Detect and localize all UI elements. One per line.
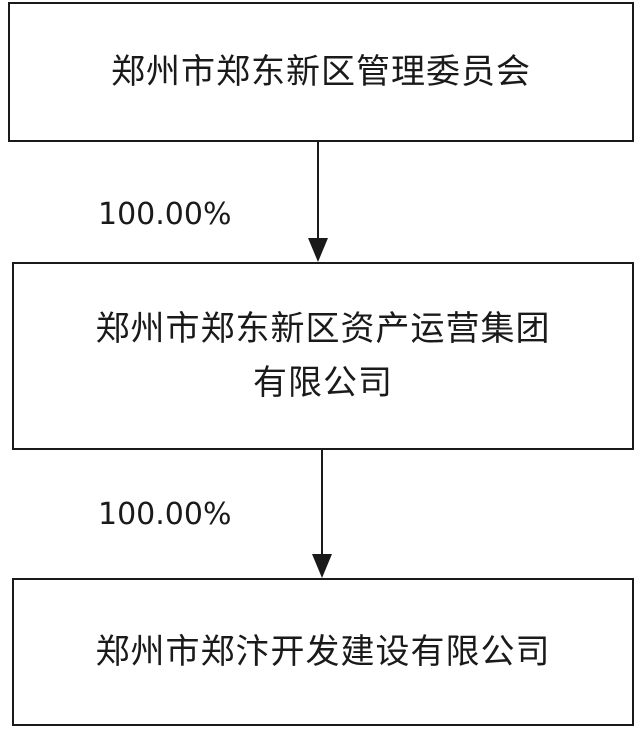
node-top-label: 郑州市郑东新区管理委员会 [111, 51, 531, 92]
edge-top-to-middle [308, 142, 328, 262]
edge-label-1: 100.00% [98, 197, 232, 232]
node-middle-label: 郑州市郑东新区资产运营集团 有限公司 [95, 308, 551, 403]
edge-middle-to-bottom [312, 450, 332, 578]
node-bottom: 郑州市郑汴开发建设有限公司 [12, 578, 634, 726]
node-middle: 郑州市郑东新区资产运营集团 有限公司 [12, 262, 634, 450]
node-top: 郑州市郑东新区管理委员会 [8, 2, 634, 142]
arrowhead-2 [312, 554, 332, 578]
node-bottom-label: 郑州市郑汴开发建设有限公司 [95, 631, 551, 672]
edge-label-2: 100.00% [98, 497, 232, 532]
arrowhead-1 [308, 238, 328, 262]
